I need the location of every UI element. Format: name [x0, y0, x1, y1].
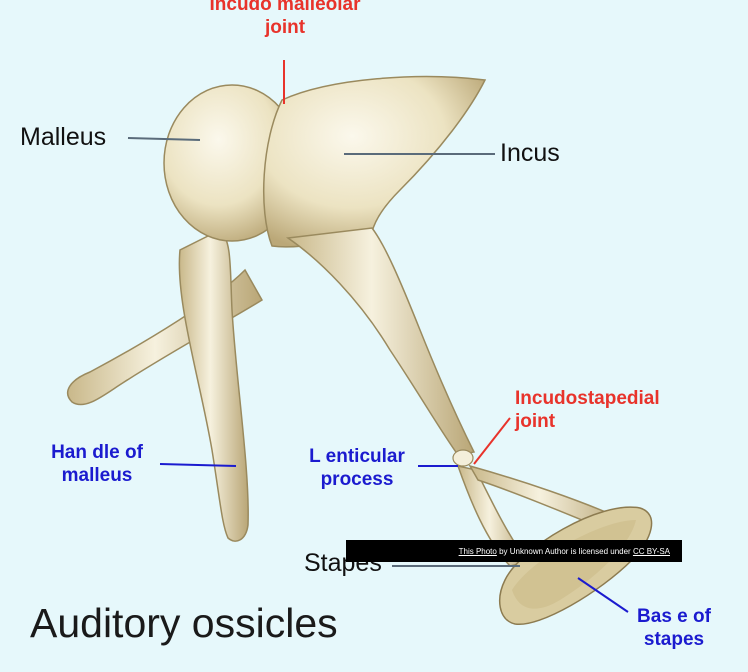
label-base-of-stapes: Bas e of stapes	[637, 606, 711, 650]
label-malleus: Malleus	[20, 123, 107, 151]
attribution-license-link[interactable]: CC BY-SA	[632, 546, 670, 556]
attribution-photo-link[interactable]: This Photo	[458, 546, 497, 556]
attribution-text: by Unknown Author is licensed under	[496, 546, 633, 556]
label-incus: Incus	[500, 139, 560, 167]
attribution-banner: This Photo by Unknown Author is licensed…	[346, 540, 682, 562]
diagram-title: Auditory ossicles	[30, 600, 338, 646]
label-lenticular-process: L enticular process	[309, 446, 405, 490]
leader-lines	[127, 60, 629, 613]
label-handle-of-malleus: Han dle of malleus	[51, 442, 143, 486]
label-incudostapedial-joint: Incudostapedial joint	[515, 388, 660, 432]
label-incudomalleolar-joint: Incudo malleolar joint	[209, 0, 361, 38]
incus-bone	[262, 75, 487, 467]
